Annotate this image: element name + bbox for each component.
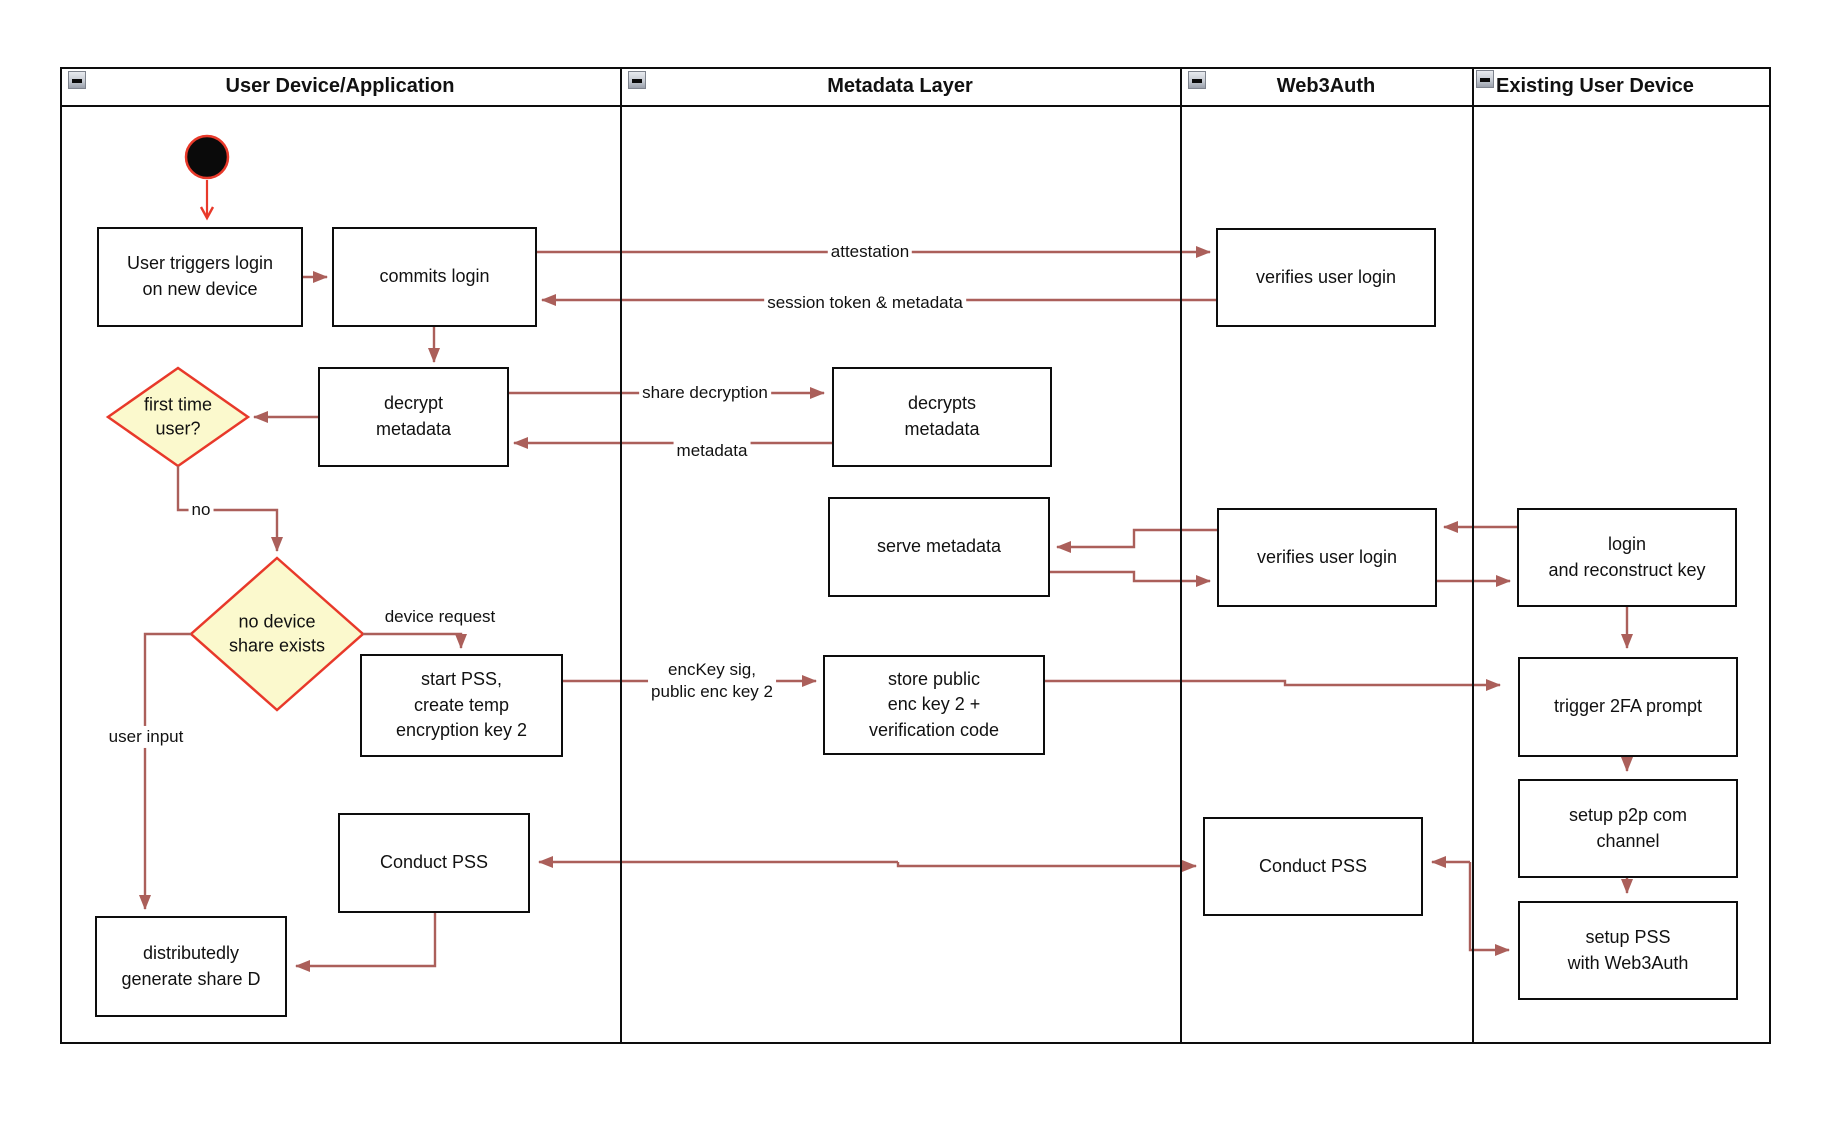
diagram-frame — [60, 67, 1771, 1044]
edge-label-enc-key: encKey sig, public enc key 2 — [648, 658, 776, 704]
lane-title-existing-user-device: Existing User Device — [1496, 75, 1694, 97]
activity-box-verifies-user-login-mid: verifies user login — [1217, 508, 1437, 607]
activity-box-distributedly-generate-share: distributedly generate share D — [95, 916, 287, 1017]
edge-label-share-decryption: share decryption — [639, 381, 771, 405]
lane-divider-3 — [1472, 67, 1474, 1042]
activity-box-setup-pss: setup PSS with Web3Auth — [1518, 901, 1738, 1000]
activity-box-decrypt-metadata: decrypt metadata — [318, 367, 509, 467]
edge-label-session-token: session token & metadata — [764, 291, 966, 315]
minimize-icon[interactable] — [68, 71, 86, 89]
activity-box-decrypts-metadata: decrypts metadata — [832, 367, 1052, 467]
edge-label-no: no — [188, 498, 214, 522]
lane-divider-2 — [1180, 67, 1182, 1042]
header-divider — [60, 105, 1769, 107]
activity-box-commits-login: commits login — [332, 227, 537, 327]
lane-title-user-device: User Device/Application — [225, 75, 455, 97]
edge-label-attestation: attestation — [827, 240, 913, 264]
activity-box-conduct-pss-web3auth: Conduct PSS — [1203, 817, 1423, 916]
activity-box-store-public-enc-key: store public enc key 2 + verification co… — [823, 655, 1045, 755]
activity-box-serve-metadata: serve metadata — [828, 497, 1050, 597]
activity-box-start-pss: start PSS, create temp encryption key 2 — [360, 654, 563, 757]
decision-first-time-user-label: first time user? — [143, 394, 213, 439]
lane-title-web3auth: Web3Auth — [1276, 75, 1376, 97]
minimize-icon[interactable] — [1476, 70, 1494, 88]
activity-box-login-reconstruct-key: login and reconstruct key — [1517, 508, 1737, 607]
edge-label-metadata: metadata — [673, 439, 751, 463]
minimize-icon[interactable] — [628, 71, 646, 89]
activity-box-conduct-pss-user: Conduct PSS — [338, 813, 530, 913]
lane-divider-1 — [620, 67, 622, 1042]
lane-title-metadata-layer: Metadata Layer — [827, 75, 973, 97]
activity-box-user-triggers-login: User triggers login on new device — [97, 227, 303, 327]
activity-box-verifies-user-login-top: verifies user login — [1216, 228, 1436, 327]
edge-label-user-input: user input — [105, 725, 187, 749]
activity-box-setup-p2p: setup p2p com channel — [1518, 779, 1738, 878]
minimize-icon[interactable] — [1188, 71, 1206, 89]
decision-no-device-share-label: no device share exists — [228, 611, 326, 656]
decision-no-device-share-shape — [189, 556, 365, 712]
activity-box-trigger-2fa: trigger 2FA prompt — [1518, 657, 1738, 757]
initial-node — [184, 134, 230, 180]
edge-label-device-request: device request — [381, 605, 499, 629]
